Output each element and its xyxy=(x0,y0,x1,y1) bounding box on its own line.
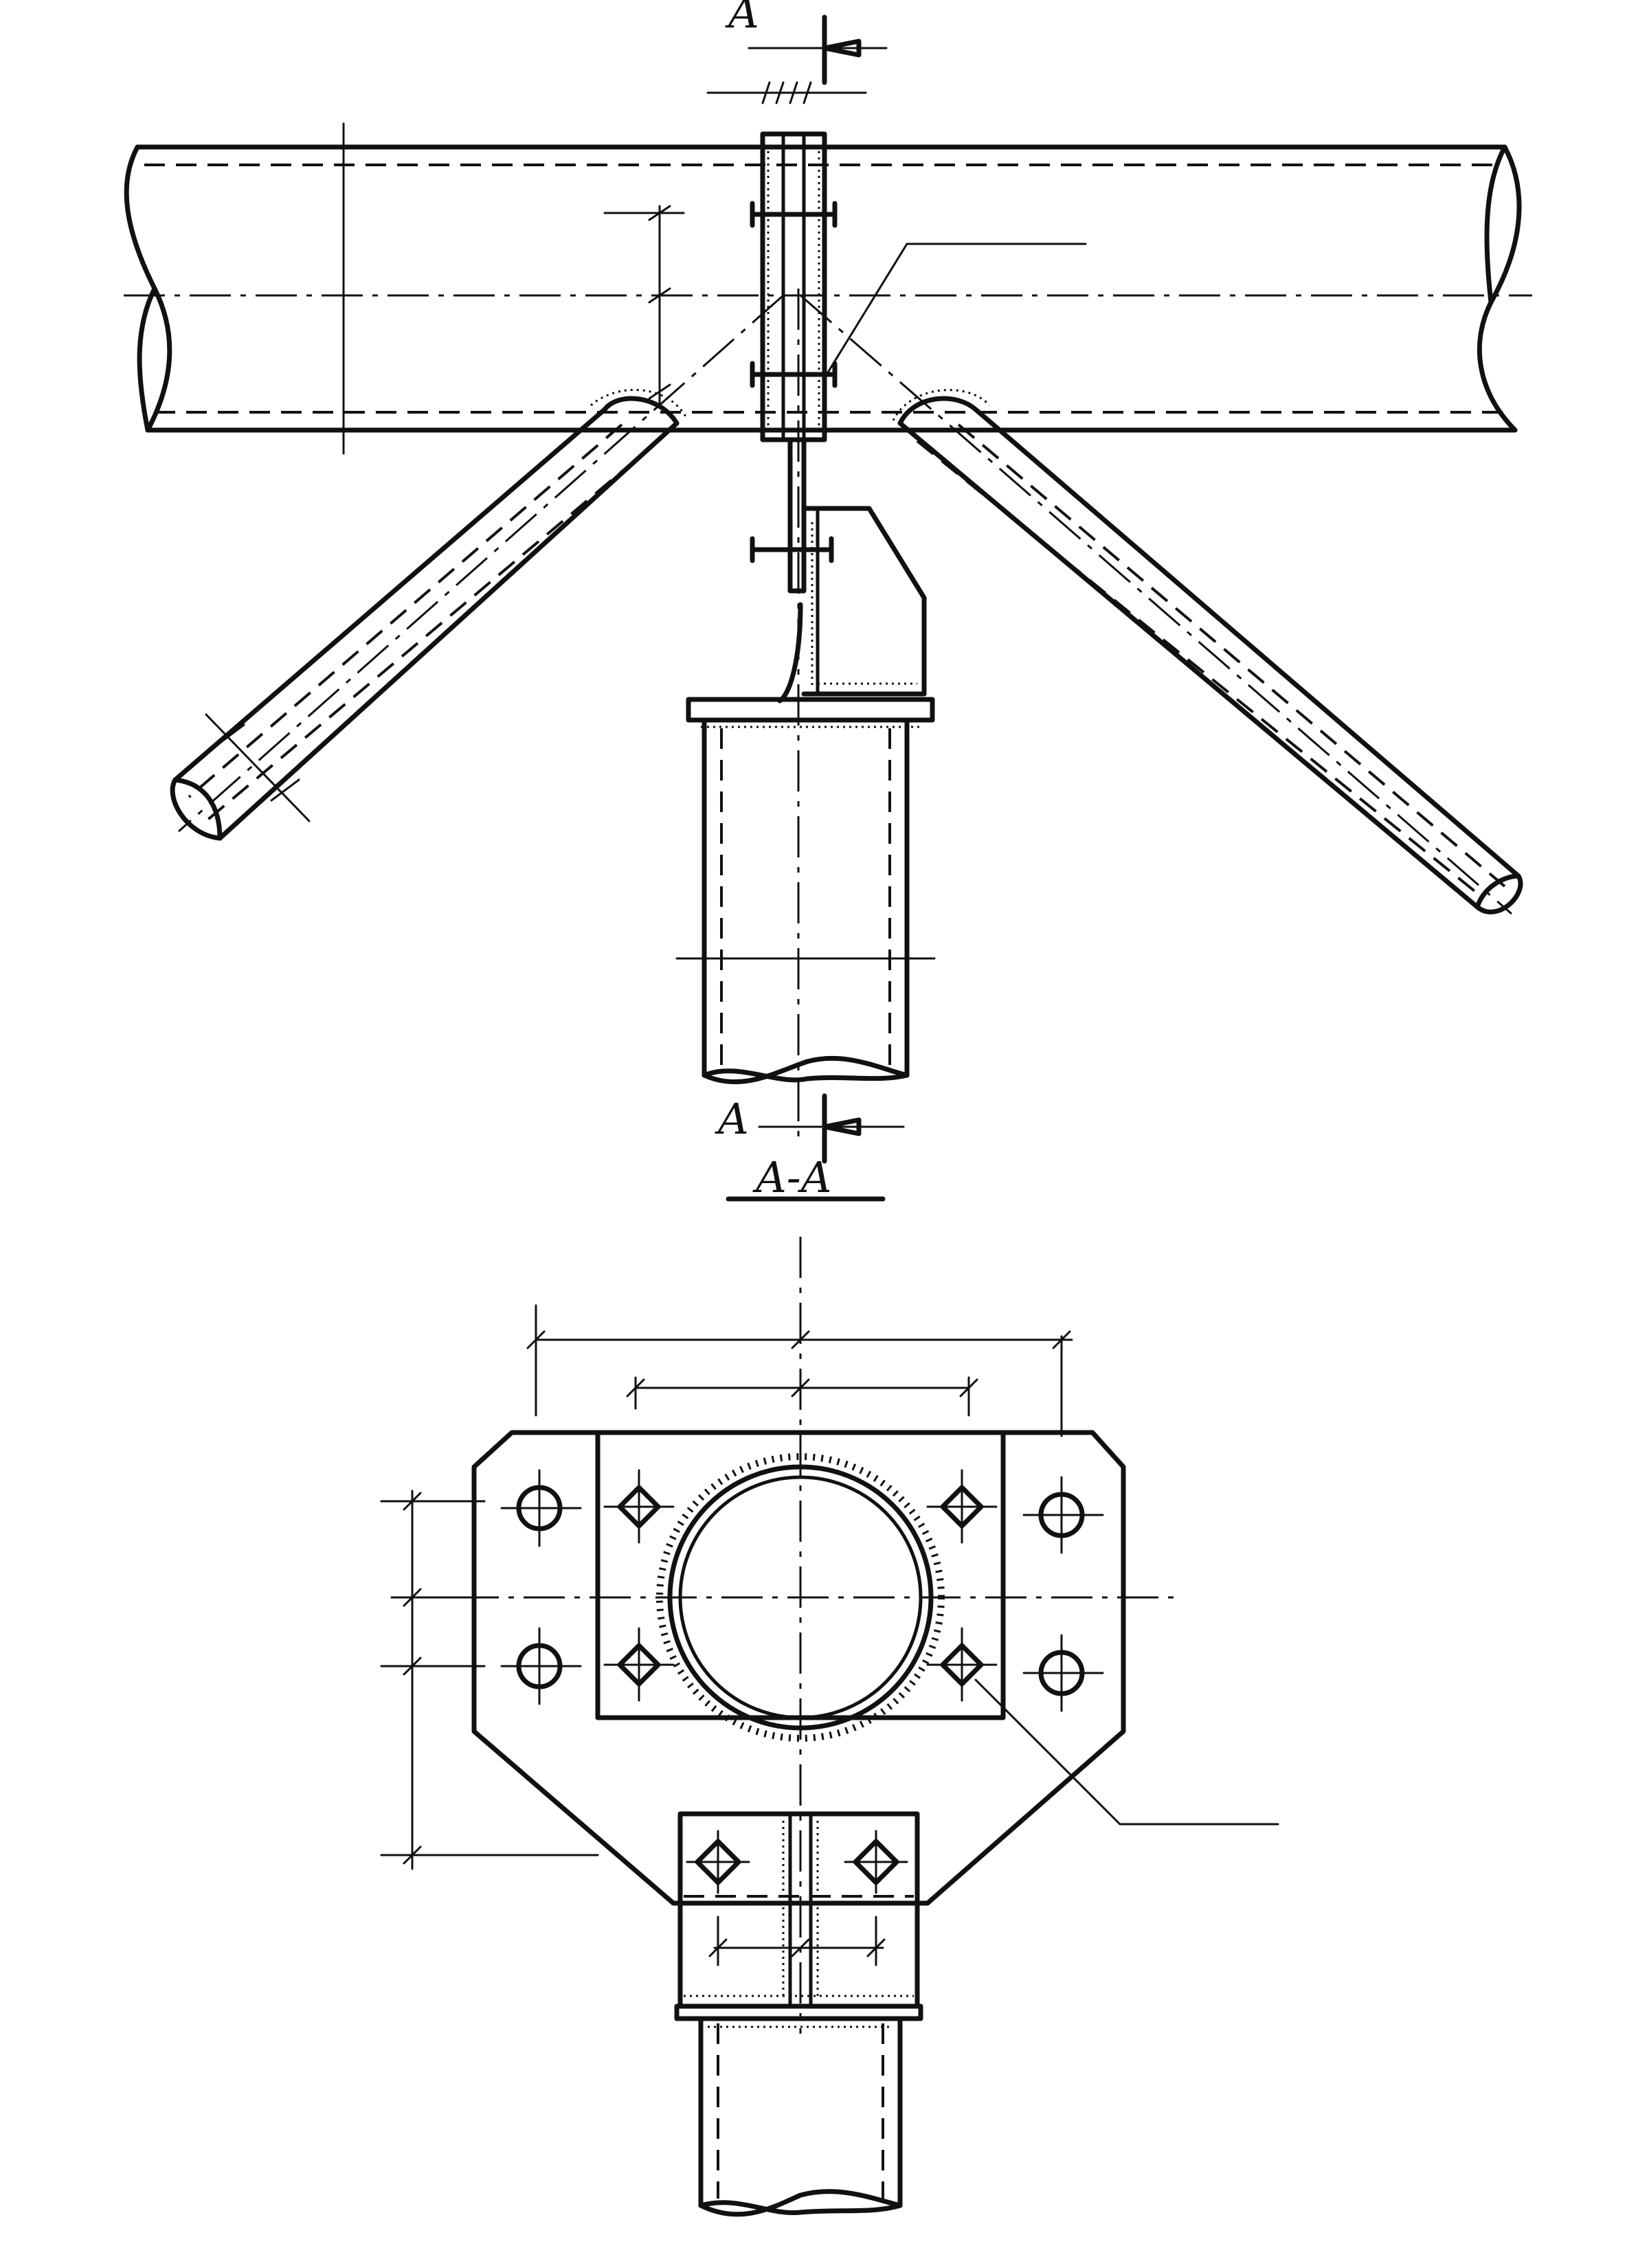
right-diagonal-brace xyxy=(800,294,1523,915)
section-label-top: A xyxy=(725,0,759,38)
section-mark-bottom: A xyxy=(715,1093,905,1164)
section-label-bottom: A xyxy=(715,1094,749,1144)
chord-dimension xyxy=(328,122,685,455)
section-view xyxy=(380,1237,1279,2217)
central-tube xyxy=(656,1453,945,1742)
support-pipe xyxy=(675,289,936,1141)
section-mark-top: A xyxy=(706,0,888,104)
lower-gusset xyxy=(750,437,927,704)
bottom-stub-pipe xyxy=(698,2016,903,2217)
base-plate xyxy=(471,1430,1126,1906)
left-diagonal-brace xyxy=(170,294,784,841)
view-title-text: A-A xyxy=(752,1152,832,1202)
view-title: A-A xyxy=(726,1152,886,1202)
plan-dimensions xyxy=(380,1304,1073,1870)
bolt-holes xyxy=(500,1469,1104,1712)
diamond-bolts xyxy=(603,1469,1279,1826)
lower-connection xyxy=(674,1811,923,2021)
main-chord-pipe xyxy=(124,144,1532,433)
elevation-view: A A A-A xyxy=(124,0,1532,1202)
splice-plate xyxy=(750,131,1087,442)
